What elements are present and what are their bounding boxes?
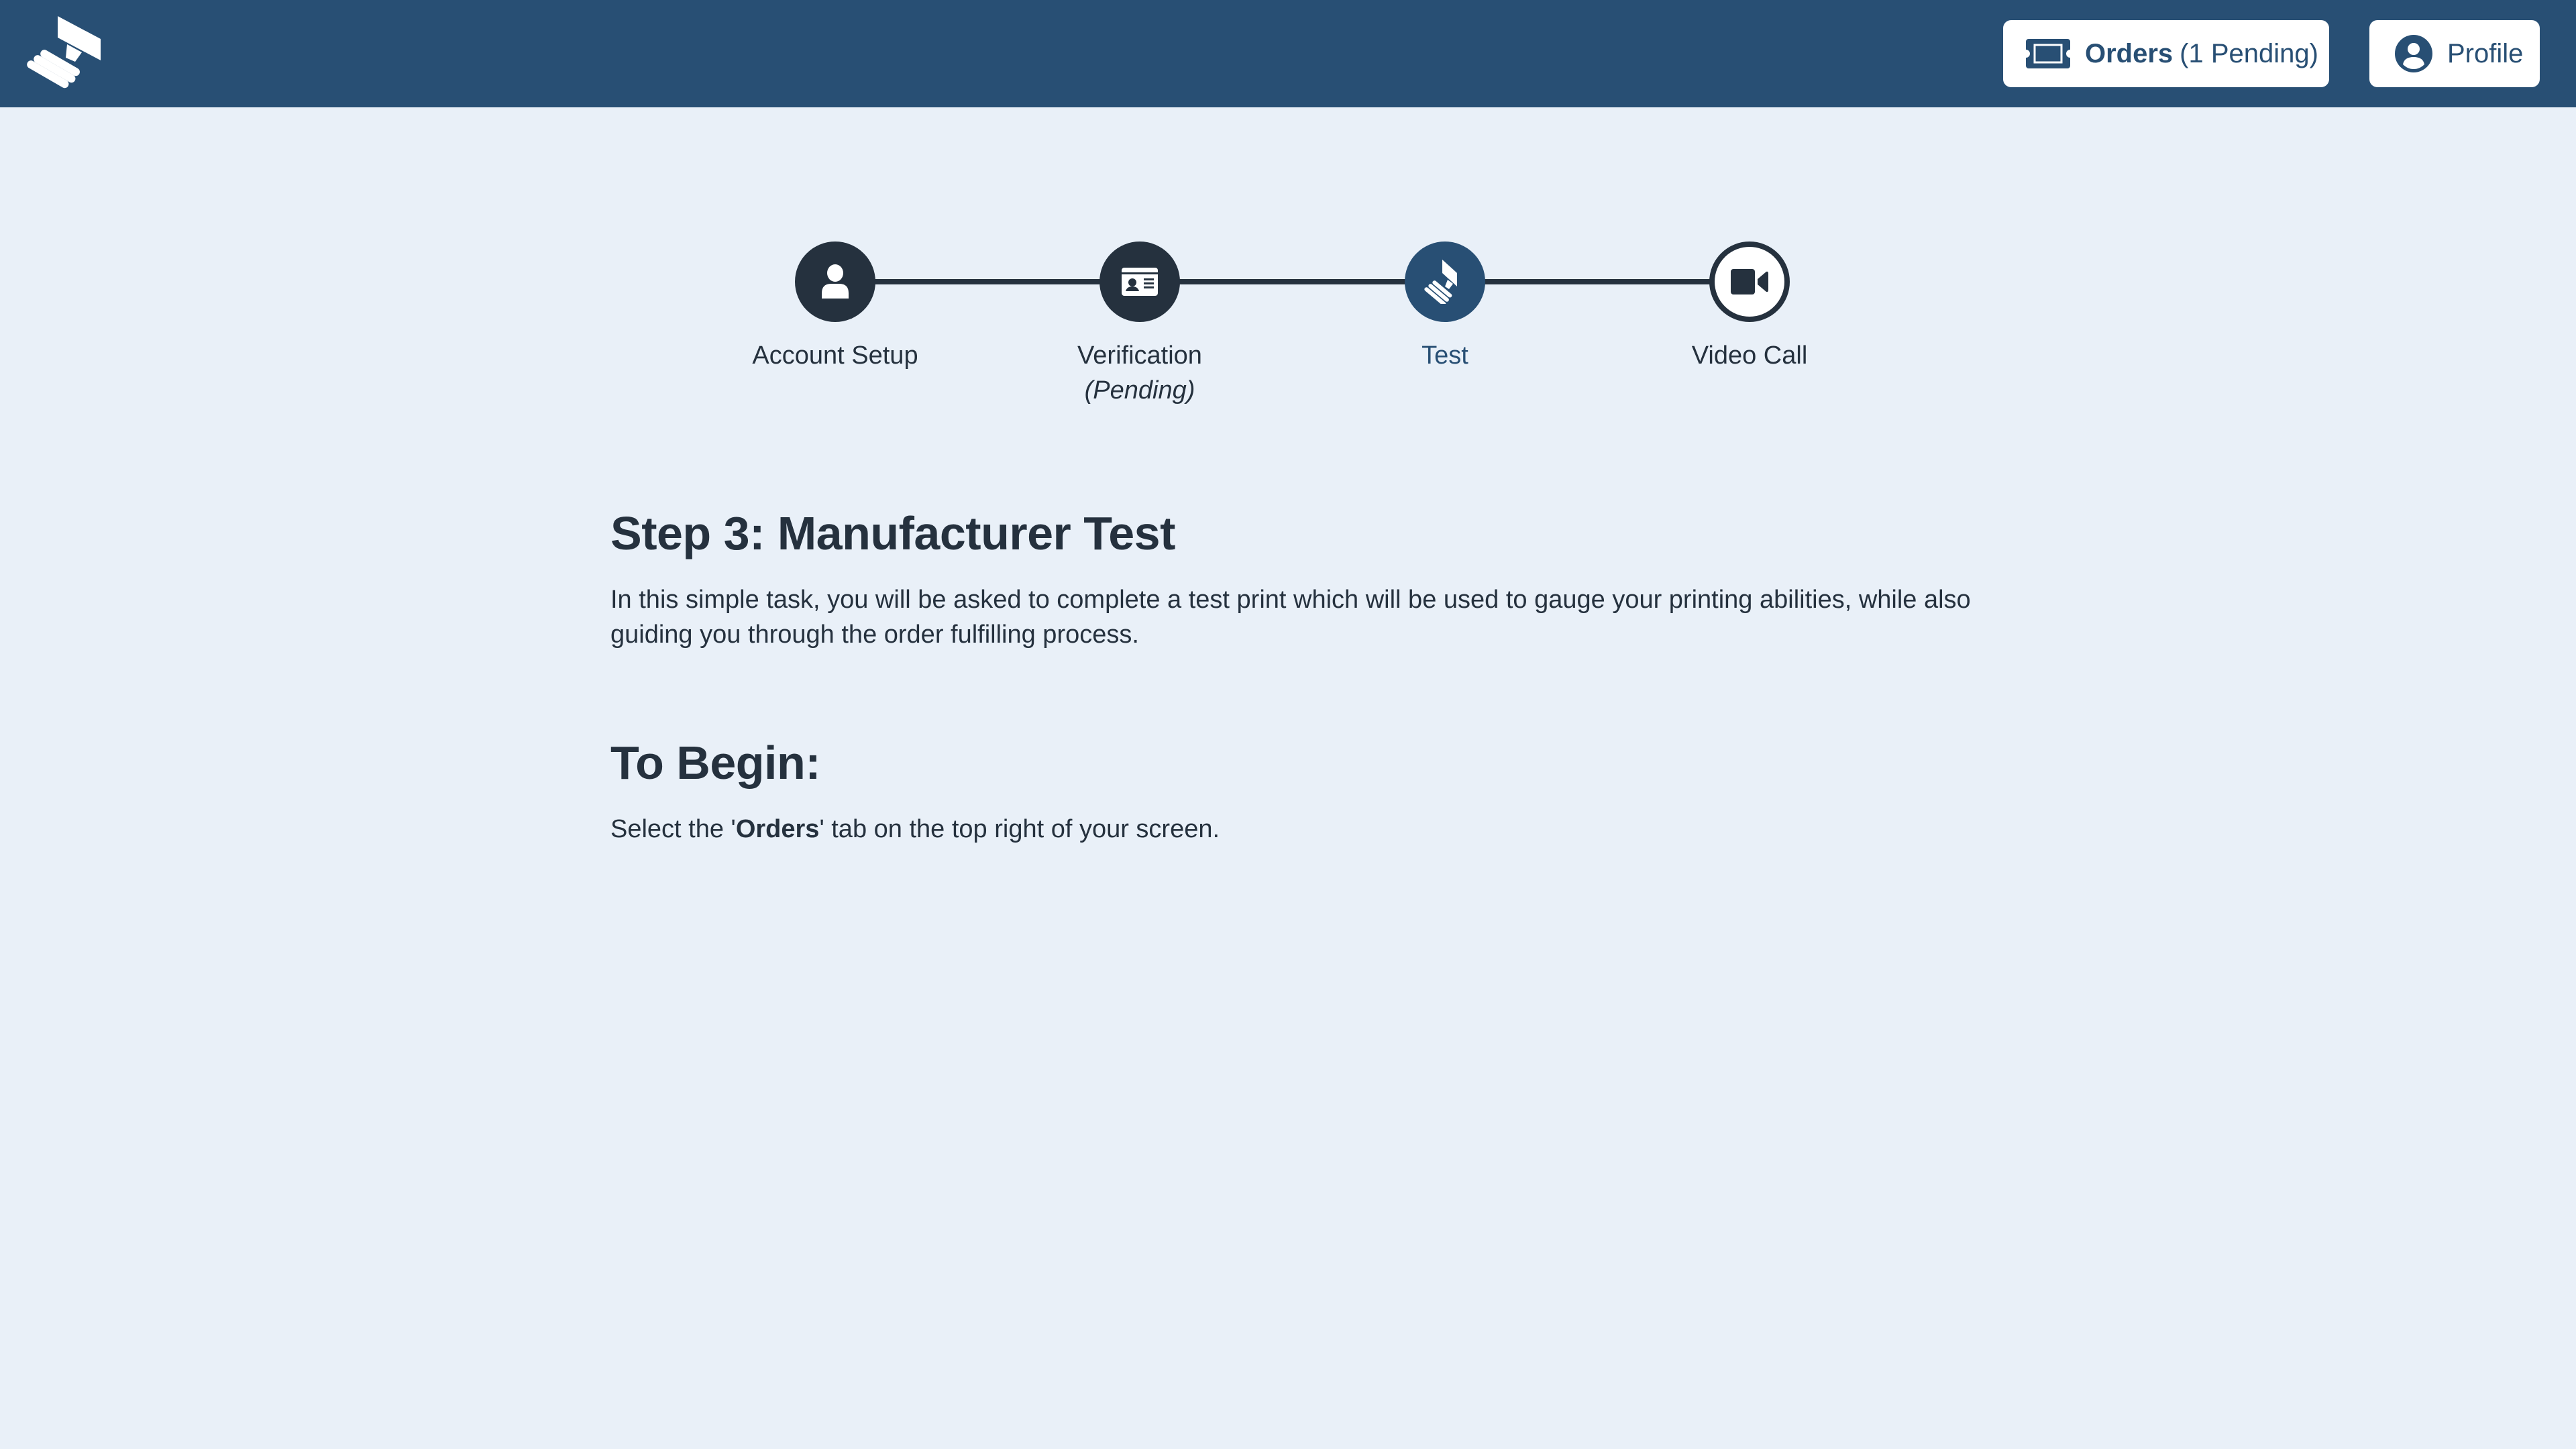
printer-logo-icon[interactable] xyxy=(25,15,106,90)
video-camera-icon xyxy=(1731,269,1768,294)
step-label: Account Setup xyxy=(752,341,918,370)
orders-button[interactable]: Orders (1 Pending) xyxy=(2003,20,2329,87)
page-title: Step 3: Manufacturer Test xyxy=(610,507,1175,559)
instruction-prefix: Select the ' xyxy=(610,815,736,843)
user-icon xyxy=(822,264,849,299)
step-status-pending: (Pending) xyxy=(1084,376,1195,405)
printer-icon xyxy=(1424,260,1457,304)
step-video-call: Video Call xyxy=(1615,241,1884,373)
step-label: Verification xyxy=(1077,341,1202,370)
step-circle xyxy=(1099,241,1180,322)
main-content: Step 3: Manufacturer Test In this simple… xyxy=(610,496,2019,847)
step-circle-upcoming xyxy=(1709,241,1790,322)
instruction-orders-emphasis: Orders xyxy=(735,815,820,843)
id-card-icon xyxy=(1122,268,1158,296)
step-test: Test xyxy=(1311,241,1579,373)
instruction-text: Select the 'Orders' tab on the top right… xyxy=(610,812,2019,847)
section-heading-begin: To Begin: xyxy=(610,737,821,789)
user-circle-icon xyxy=(2395,35,2432,72)
step-verification: Verification (Pending) xyxy=(1006,241,1274,408)
ticket-icon xyxy=(2026,39,2070,68)
orders-label: Orders xyxy=(2085,38,2174,68)
intro-paragraph: In this simple task, you will be asked t… xyxy=(610,586,1971,649)
top-nav-bar: Orders (1 Pending) Profile xyxy=(0,0,2576,107)
step-label: Video Call xyxy=(1691,341,1808,370)
stepper-connector-line xyxy=(835,279,1750,284)
instruction-suffix: ' tab on the top right of your screen. xyxy=(819,815,1220,843)
profile-button[interactable]: Profile xyxy=(2369,20,2540,87)
step-circle xyxy=(795,241,875,322)
step-account-setup: Account Setup xyxy=(701,241,969,373)
step-label: Test xyxy=(1421,341,1468,370)
step-circle-active xyxy=(1405,241,1485,322)
orders-pending-count: (1 Pending) xyxy=(2180,38,2318,68)
profile-label: Profile xyxy=(2447,38,2524,68)
progress-stepper: Account Setup Verification (Pending) xyxy=(0,0,2576,470)
